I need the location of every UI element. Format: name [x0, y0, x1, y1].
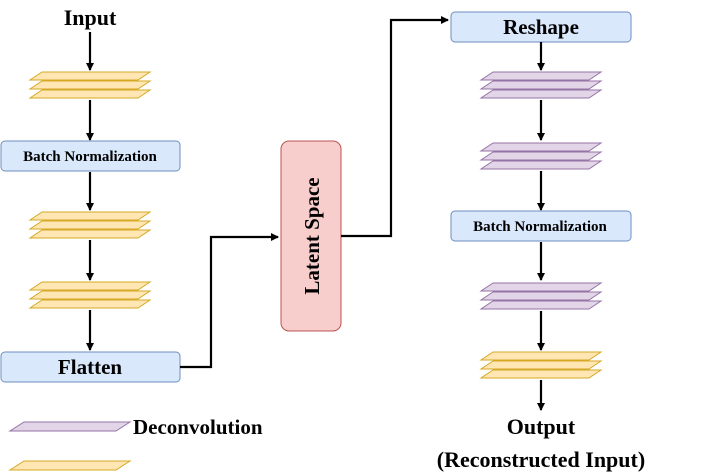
flatten-label: Flatten — [58, 355, 122, 379]
legend-convolution-swatch — [8, 460, 132, 471]
legend-deconvolution-swatch — [8, 421, 132, 432]
output-sublabel: (Reconstructed Input) — [437, 447, 645, 472]
latent-space-box: Latent Space — [280, 140, 342, 332]
arrow-flatten-to-latent — [180, 233, 279, 369]
batch-normalization-decoder-box: Batch Normalization — [450, 210, 632, 242]
arrow-latent-to-reshape — [341, 16, 449, 238]
deconv-layer-stack-3 — [479, 282, 603, 310]
legend-deconvolution-label: Deconvolution — [133, 415, 263, 439]
batch-normalization-encoder-label: Batch Normalization — [23, 149, 157, 165]
legend: Deconvolution — [8, 415, 263, 471]
conv-layer-stack-3 — [28, 281, 152, 309]
conv-layer-stack-output — [479, 351, 603, 379]
output-label: Output — [507, 414, 576, 439]
flatten-box: Flatten — [0, 351, 181, 383]
conv-layer-stack-2 — [28, 211, 152, 239]
batch-normalization-decoder-label: Batch Normalization — [473, 219, 607, 235]
batch-normalization-encoder-box: Batch Normalization — [0, 140, 181, 172]
deconv-layer-stack-2 — [479, 142, 603, 170]
reshape-box: Reshape — [450, 11, 632, 43]
input-label: Input — [64, 5, 117, 30]
reshape-label: Reshape — [503, 15, 579, 39]
latent-space-label: Latent Space — [300, 177, 324, 294]
deconv-layer-stack-1 — [479, 71, 603, 99]
conv-layer-stack-1 — [28, 71, 152, 99]
